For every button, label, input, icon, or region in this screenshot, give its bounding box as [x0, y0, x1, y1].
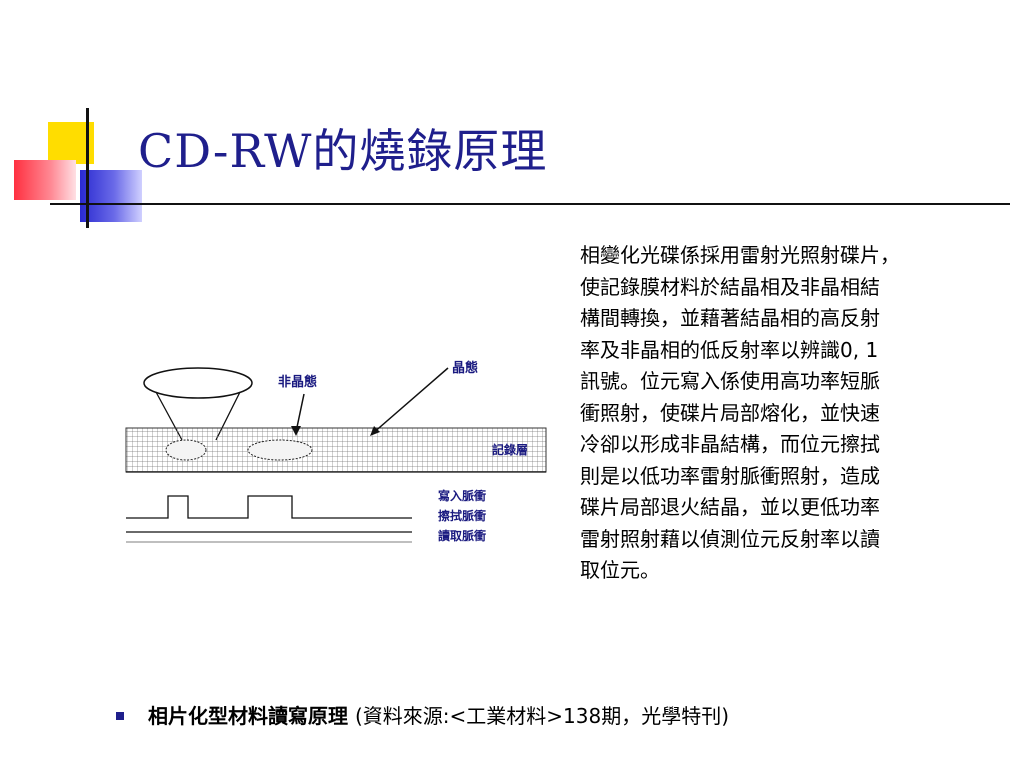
decor-red-square — [14, 160, 76, 200]
amorphous-arrow — [295, 393, 305, 433]
decor-blue-square — [80, 170, 142, 222]
title-underline — [50, 203, 1010, 205]
crystal-arrow — [371, 367, 449, 435]
body-line: 相變化光碟係採用雷射光照射碟片， — [580, 243, 900, 267]
body-line: 使記錄膜材料於結晶相及非晶相結 — [580, 274, 880, 299]
body-line: 則是以低功率雷射脈衝照射，造成 — [580, 463, 880, 488]
label-write-level: 寫入脈衝 — [438, 488, 486, 503]
laser-lens-ellipse — [143, 367, 253, 399]
label-erase-level: 擦拭脈衝 — [438, 508, 486, 523]
bullet-source-text: (資料來源:<工業材料>138期，光學特刊) — [354, 704, 730, 728]
body-line: 訊號。位元寫入係使用高功率短脈 — [580, 369, 880, 393]
bullet-square-icon — [116, 711, 124, 720]
body-line: 衝照射，使碟片局部熔化，並快速 — [580, 400, 880, 425]
body-line: 雷射照射藉以偵測位元反射率以讀 — [580, 526, 880, 551]
phase-change-diagram: 非晶態 晶態 記錄層 寫入脈衝 擦拭脈衝 讀取脈衝 — [125, 360, 547, 543]
body-paragraph: 相變化光碟係採用雷射光照射碟片， 使記錄膜材料於結晶相及非晶相結 構間轉換，並藉… — [580, 240, 972, 587]
amorphous-mark — [247, 439, 313, 461]
source-bullet: 相片化型材料讀寫原理 (資料來源:<工業材料>138期，光學特刊) — [116, 700, 729, 729]
body-line: 冷卻以形成非晶結構，而位元擦拭 — [580, 432, 880, 456]
amorphous-mark — [165, 439, 207, 461]
label-amorphous: 非晶態 — [278, 374, 317, 390]
label-crystal: 晶態 — [452, 360, 478, 376]
bullet-bold-text: 相片化型材料讀寫原理 — [148, 704, 355, 728]
decor-vertical-line — [86, 108, 89, 228]
body-line: 率及非晶相的低反射率以辨識0, 1 — [580, 337, 879, 362]
body-line: 取位元。 — [580, 558, 660, 582]
body-line: 碟片局部退火結晶，並以更低功率 — [580, 495, 880, 519]
write-pulse-line — [126, 495, 412, 519]
label-read-level: 讀取脈衝 — [438, 528, 486, 543]
label-record-layer: 記錄層 — [492, 442, 528, 457]
slide-title: CD-RW的燒錄原理 — [138, 124, 548, 178]
body-line: 構間轉換，並藉著結晶相的高反射 — [580, 306, 880, 330]
